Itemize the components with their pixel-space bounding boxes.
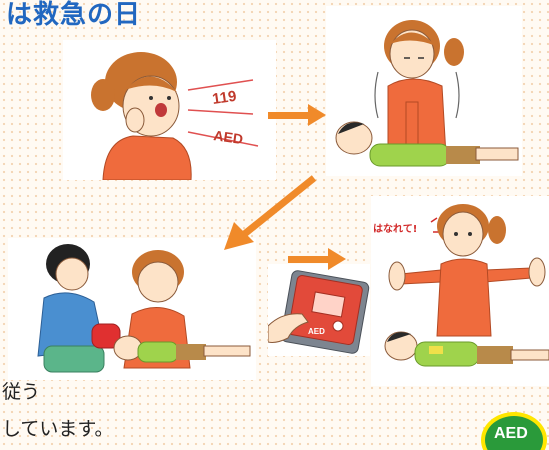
panel-stand-clear: はなれて! bbox=[371, 196, 549, 386]
page-title: は救急の日 bbox=[6, 0, 142, 30]
arrow-diagonal bbox=[224, 175, 317, 250]
panel-call-for-help: 119 AED bbox=[63, 40, 276, 181]
aed-device-label: AED bbox=[308, 327, 325, 336]
panel-aed-arrival bbox=[8, 238, 256, 380]
caption-line-2: しています。 bbox=[2, 418, 114, 440]
aed-logo-text: AED bbox=[494, 425, 528, 442]
speech-stand-clear: はなれて! bbox=[373, 223, 417, 235]
arrow-right-1 bbox=[268, 104, 326, 126]
aed-arrival-illustration bbox=[37, 244, 251, 373]
stand-clear-illustration: はなれて! bbox=[373, 204, 549, 367]
cpr-illustration bbox=[335, 20, 519, 167]
panel-aed-device: AED bbox=[267, 264, 370, 356]
label-aed: AED bbox=[213, 127, 245, 147]
label-119: 119 bbox=[211, 88, 237, 108]
caption-line-1: 従う bbox=[2, 381, 41, 403]
panel-chest-compressions bbox=[326, 6, 522, 176]
arrow-right-2 bbox=[288, 248, 346, 270]
aed-logo-icon: AED bbox=[481, 412, 547, 450]
aed-device-illustration: AED bbox=[267, 270, 370, 354]
call-for-help-illustration: 119 AED bbox=[91, 52, 259, 181]
